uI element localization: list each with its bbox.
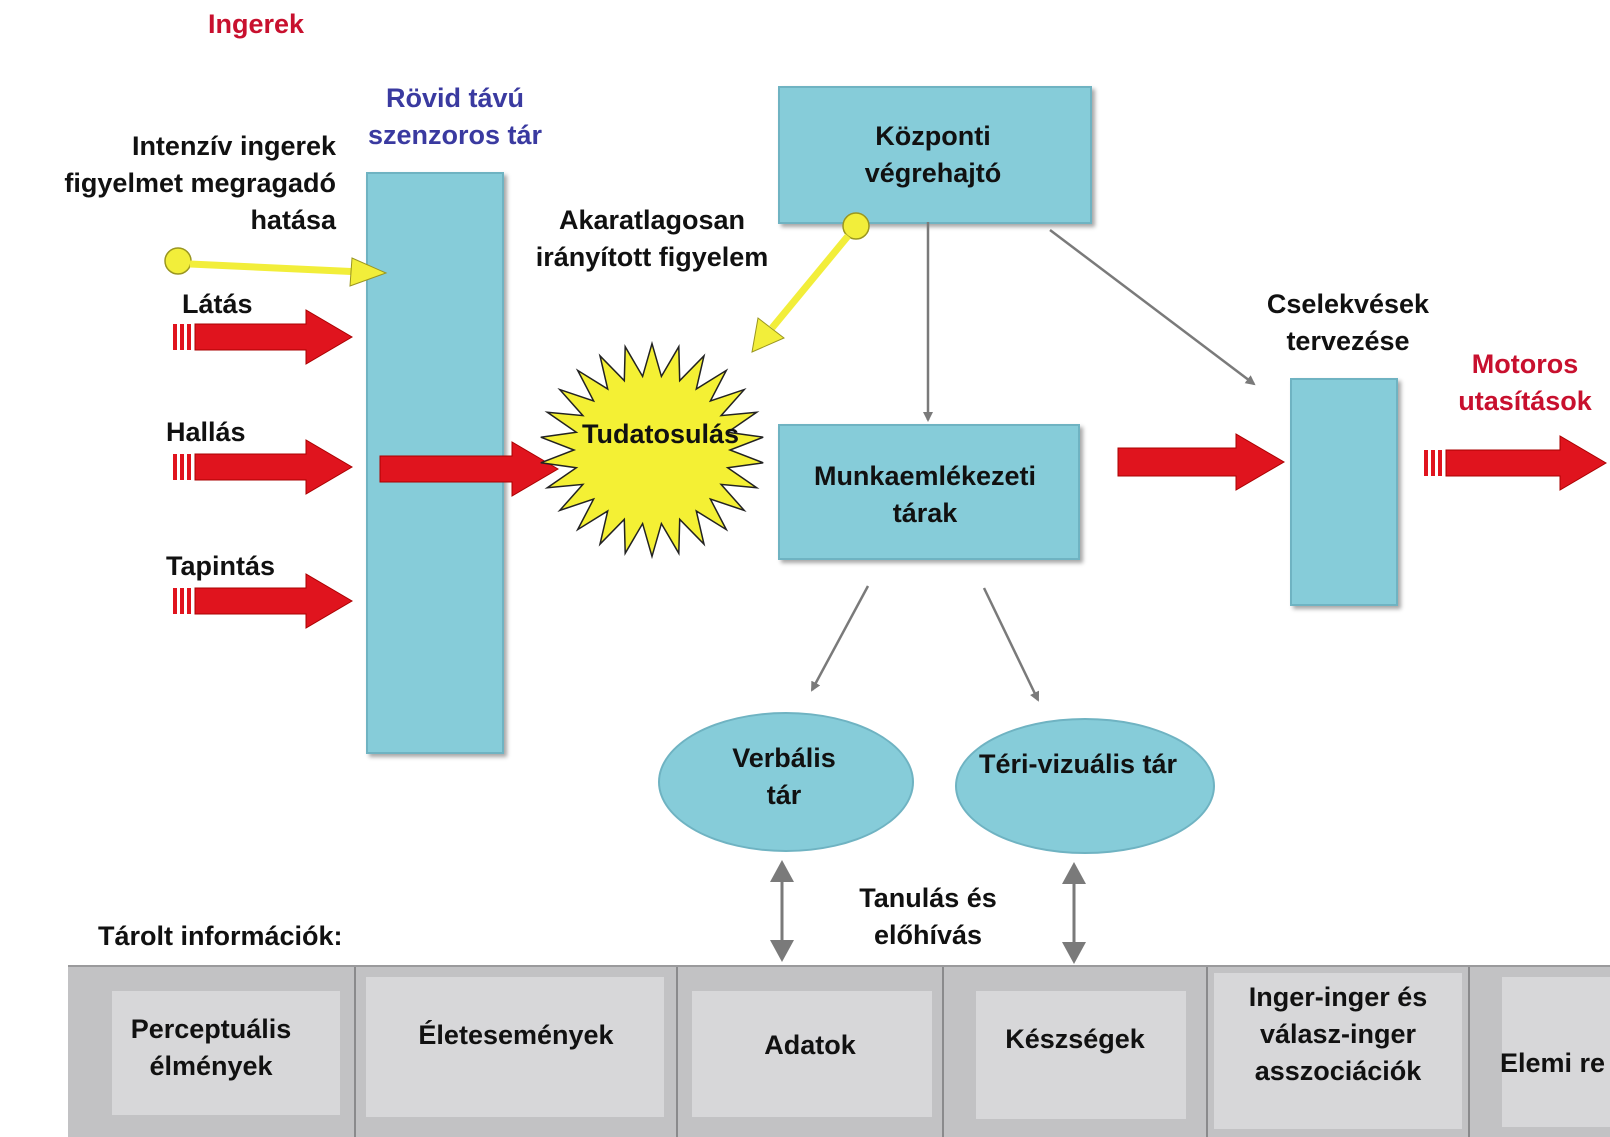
verbal-store-label: Verbális tár [732,743,836,810]
stored-cell-elementary: Elemi re [1468,967,1610,1137]
involuntary-attention-label: Akaratlagosan irányított figyelem [535,205,769,272]
executive-to-planning-arrow [1049,229,1256,386]
awareness-label: Tudatosulás [582,419,740,449]
stored-cell-life-events: Életesemények [354,967,676,1137]
verbal-store-ellipse [658,712,914,852]
stored-cell-label: Készségek [1005,1024,1145,1054]
executive-attention-arrow [751,212,870,353]
sensory-store-label: Rövid távú szenzoros tár [367,83,543,150]
sensory-to-awareness-arrow [379,441,559,497]
working-memory-box [778,424,1080,560]
input-label-vision: Látás [182,289,253,319]
stored-cell-label: Elemi re [1500,1048,1606,1078]
intense-stimuli-arrow [164,247,388,287]
stored-info-label: Tárolt információk: [98,921,343,951]
motor-output-arrow [1424,435,1607,491]
learning-recall-label: Tanulás és előhívás [859,883,997,950]
hearing-input-arrow [173,439,353,495]
action-planning-box [1290,378,1398,606]
stored-cell-perceptual: Perceptuális élmények [68,967,354,1137]
visuospatial-store-ellipse [955,718,1215,854]
vision-input-arrow [173,309,353,365]
touch-input-arrow [173,573,353,629]
central-executive-label: Központi végrehajtó [864,121,1002,188]
stored-cell-label: Inger-inger és válasz-inger asszociációk [1248,982,1428,1086]
stored-cell-label: Életesemények [418,1020,614,1050]
verbal-recall-arrow [770,860,794,962]
awareness-starburst [540,340,764,560]
diagram-connectors [164,212,1607,964]
input-label-hearing: Hallás [166,417,246,447]
central-executive-box [778,86,1092,224]
stored-cell-skills: Készségek [942,967,1206,1137]
working-memory-to-planning-arrow [1117,433,1285,491]
stored-cell-data: Adatok [676,967,942,1137]
stored-cell-associations: Inger-inger és válasz-inger asszociációk [1206,967,1468,1137]
motor-commands-label: Motoros utasítások [1458,349,1592,416]
input-label-touch: Tapintás [166,551,276,581]
diagram-title: Ingerek [208,9,305,39]
working-memory-label: Munkaemlékezeti tárak [813,461,1037,528]
stored-info-bar: Perceptuális élmények Életesemények Adat… [68,965,1610,1137]
stored-cell-label: Adatok [764,1030,856,1060]
visuospatial-store-label: Téri-vizuális tár [978,749,1178,779]
visuospatial-recall-arrow [1062,862,1086,964]
working-memory-to-verbal-arrow [810,585,870,692]
stored-cell-label: Perceptuális élmények [130,1014,292,1081]
working-memory-to-visuospatial-arrow [982,587,1040,702]
intense-stimuli-label: Intenzív ingerek figyelmet megragadó hat… [64,131,336,235]
action-planning-label: Cselekvések tervezése [1266,289,1430,356]
